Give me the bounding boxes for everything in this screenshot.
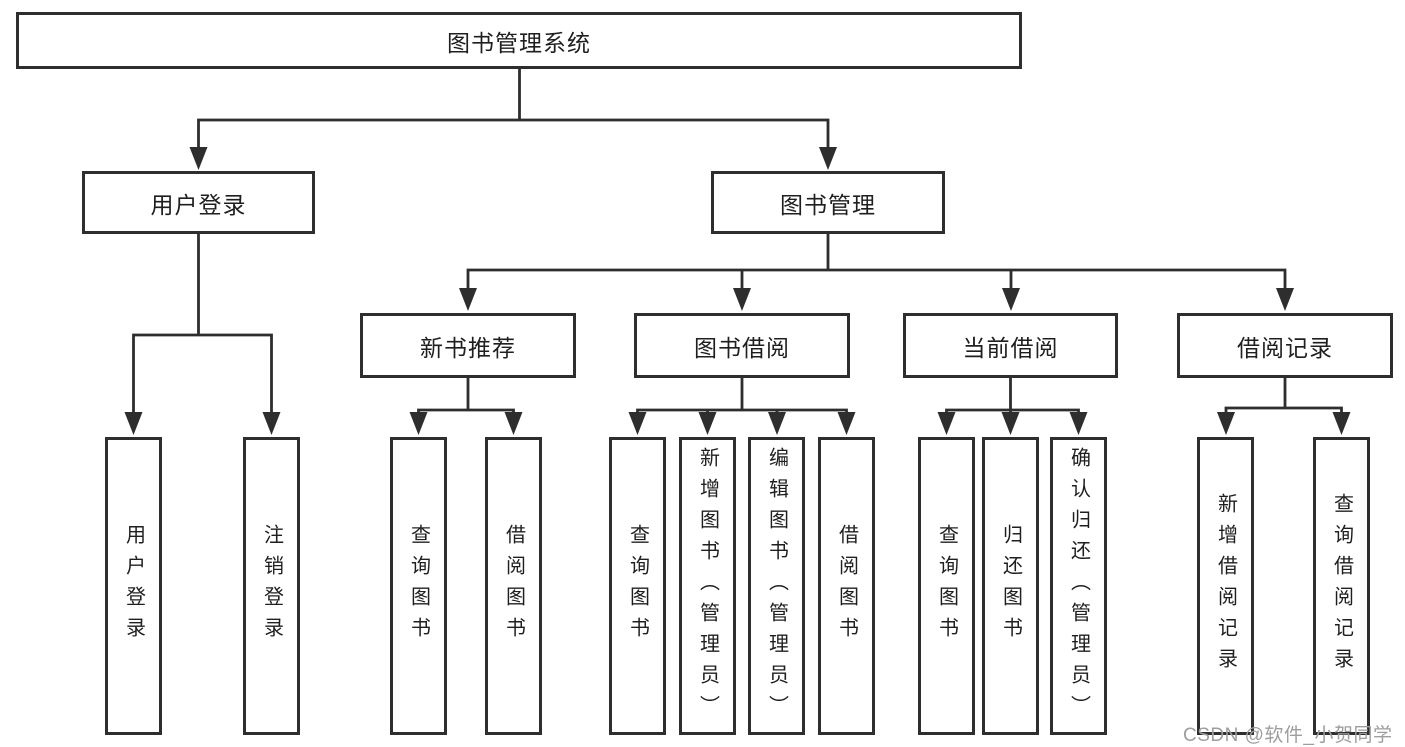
node-new-book-recommend-label: 新书推荐: [420, 334, 516, 361]
leaf-return-books: 归还图书: [982, 437, 1039, 735]
leaf-query-books-current: 查询图书: [918, 437, 975, 735]
node-root-label: 图书管理系统: [447, 29, 591, 56]
node-user-login: 用户登录: [82, 171, 315, 234]
leaf-query-books-borrow: 查询图书: [609, 437, 666, 735]
leaf-query-books-current-label: 查询图书: [935, 524, 958, 648]
leaf-logout-login-label: 注销登录: [260, 524, 283, 648]
csdn-watermark: CSDN @软件_小贺同学: [1183, 725, 1393, 746]
leaf-add-books-admin: 新增图书（管理员）: [679, 437, 736, 735]
leaf-edit-books-admin: 编辑图书（管理员）: [748, 437, 805, 735]
leaf-add-borrow-record: 新增借阅记录: [1197, 437, 1254, 735]
node-book-management: 图书管理: [711, 171, 945, 234]
leaf-logout-login: 注销登录: [243, 437, 300, 735]
leaf-add-books-admin-label: 新增图书（管理员）: [696, 446, 719, 726]
leaf-query-books-recommend-label: 查询图书: [407, 524, 430, 648]
node-borrow-records: 借阅记录: [1177, 313, 1393, 378]
leaf-return-books-label: 归还图书: [999, 524, 1022, 648]
leaf-borrow-books-label: 借阅图书: [835, 524, 858, 648]
leaf-query-borrow-record: 查询借阅记录: [1313, 437, 1370, 735]
leaf-confirm-return-admin: 确认归还（管理员）: [1050, 437, 1107, 735]
node-current-borrow-label: 当前借阅: [962, 334, 1059, 361]
node-current-borrow: 当前借阅: [903, 313, 1118, 378]
leaf-user-login-label: 用户登录: [122, 524, 145, 648]
leaf-borrow-books-recommend: 借阅图书: [485, 437, 542, 735]
leaf-confirm-return-admin-label: 确认归还（管理员）: [1067, 446, 1090, 726]
node-borrow-records-label: 借阅记录: [1237, 334, 1333, 361]
leaf-query-books-recommend: 查询图书: [390, 437, 447, 735]
node-new-book-recommend: 新书推荐: [360, 313, 576, 378]
node-book-management-label: 图书管理: [780, 191, 876, 218]
leaf-add-borrow-record-label: 新增借阅记录: [1214, 493, 1237, 679]
leaf-query-borrow-record-label: 查询借阅记录: [1330, 493, 1353, 679]
arrowheads: [124, 147, 1351, 435]
leaf-query-books-borrow-label: 查询图书: [626, 524, 649, 648]
leaf-borrow-books-recommend-label: 借阅图书: [502, 524, 525, 648]
node-book-borrow: 图书借阅: [634, 313, 850, 378]
leaf-user-login: 用户登录: [105, 437, 162, 735]
node-root: 图书管理系统: [16, 12, 1022, 69]
node-book-borrow-label: 图书借阅: [694, 334, 790, 361]
leaf-edit-books-admin-label: 编辑图书（管理员）: [765, 446, 788, 726]
leaf-borrow-books: 借阅图书: [818, 437, 875, 735]
node-user-login-label: 用户登录: [150, 191, 247, 218]
